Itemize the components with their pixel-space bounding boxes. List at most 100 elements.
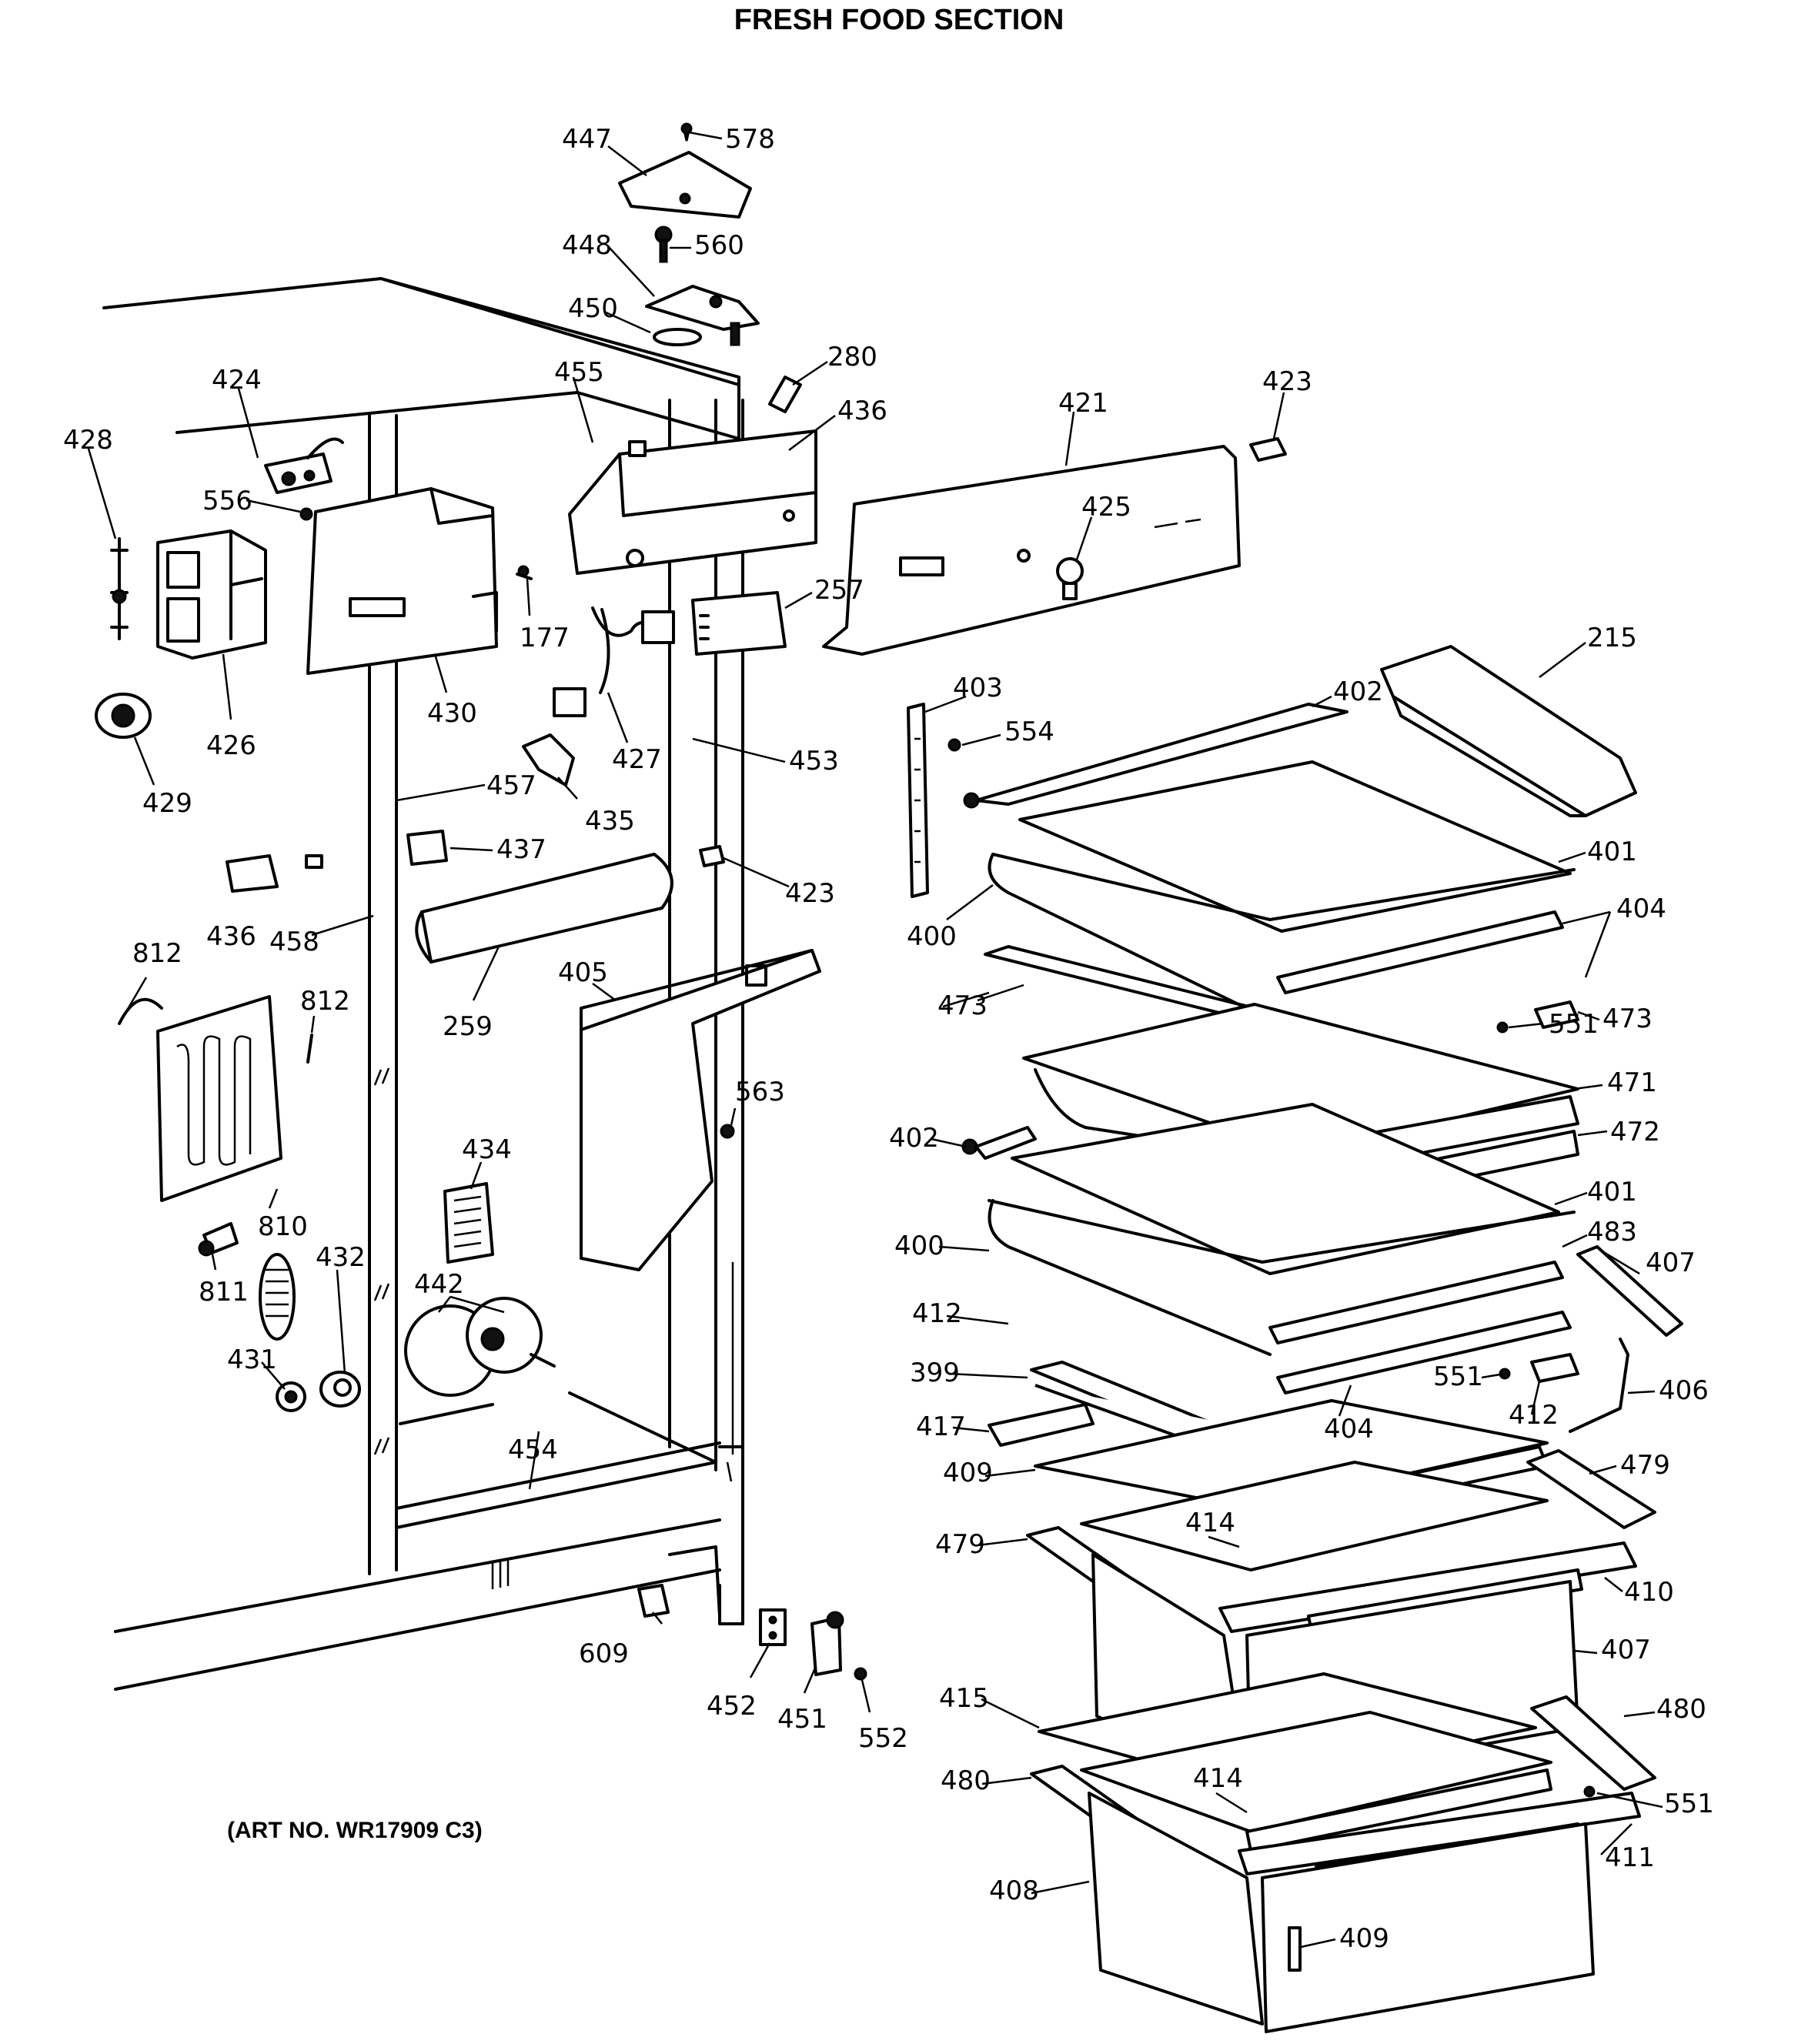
callout-453: 453 <box>789 746 839 777</box>
callout-400-mid: 400 <box>894 1231 944 1261</box>
part-448-bracket <box>645 285 760 346</box>
part-560-screw <box>654 225 673 263</box>
callout-448: 448 <box>562 230 612 261</box>
part-426-light-socket <box>156 529 267 660</box>
part-257-relay <box>691 591 787 656</box>
part-810-evaporator <box>118 995 282 1202</box>
callout-280: 280 <box>827 342 877 372</box>
part-451-hinge <box>810 1611 844 1676</box>
callout-215: 215 <box>1587 623 1637 653</box>
callout-451: 451 <box>777 1704 827 1735</box>
part-473-track-right <box>1534 1000 1579 1029</box>
part-215-dairy-bin <box>1380 645 1637 817</box>
part-431-bushing <box>276 1381 306 1412</box>
callout-412-left: 412 <box>912 1298 962 1329</box>
callout-432: 432 <box>316 1242 366 1273</box>
callout-412-right: 412 <box>1509 1400 1559 1431</box>
part-430-control-housing <box>306 487 498 675</box>
callout-402-top: 402 <box>1333 676 1383 707</box>
callout-177: 177 <box>520 623 570 653</box>
callout-560: 560 <box>694 230 744 261</box>
part-435-switch <box>522 733 575 787</box>
callout-578: 578 <box>725 124 775 155</box>
callout-457: 457 <box>486 770 536 801</box>
part-259-light-shield <box>415 853 673 964</box>
callout-437: 437 <box>496 834 546 865</box>
callout-414-top: 414 <box>1185 1508 1235 1538</box>
callout-417: 417 <box>916 1411 966 1442</box>
leader-lines <box>87 131 1663 1949</box>
part-408-drawer <box>1088 1792 1595 2033</box>
part-554-screw <box>947 738 961 752</box>
callout-551-mid: 551 <box>1433 1361 1483 1392</box>
callout-471: 471 <box>1607 1067 1657 1098</box>
callout-472: 472 <box>1610 1117 1660 1147</box>
callout-400-top: 400 <box>907 921 957 952</box>
callout-426: 426 <box>206 730 256 761</box>
callout-430: 430 <box>427 698 477 729</box>
part-447-cover <box>618 151 752 219</box>
shelf-2 <box>988 1103 1576 1394</box>
part-429-knob <box>95 693 152 739</box>
callout-431: 431 <box>227 1344 277 1375</box>
callout-257: 257 <box>814 575 864 606</box>
part-414-lower-divider <box>1080 1711 1552 1852</box>
callout-409-top: 409 <box>943 1458 993 1488</box>
part-423-cap-lower <box>699 845 725 867</box>
callout-551-bottom: 551 <box>1664 1788 1714 1819</box>
part-437-connector <box>406 830 448 866</box>
callout-811: 811 <box>199 1277 249 1308</box>
callout-473-right: 473 <box>1602 1004 1653 1034</box>
callout-434: 434 <box>462 1134 512 1165</box>
part-177-screw <box>516 565 533 580</box>
part-421-light-shield <box>822 445 1241 656</box>
callout-554: 554 <box>1004 716 1054 747</box>
callout-458: 458 <box>269 927 319 957</box>
callout-483: 483 <box>1587 1217 1637 1247</box>
callout-812-right: 812 <box>300 986 350 1017</box>
part-480-slide-right <box>1530 1695 1656 1791</box>
part-oval-duct <box>259 1253 296 1341</box>
callout-442: 442 <box>414 1269 464 1300</box>
part-417-slide <box>988 1403 1095 1447</box>
callout-421: 421 <box>1058 388 1108 419</box>
callout-429: 429 <box>142 788 192 819</box>
callout-473-left: 473 <box>937 990 988 1021</box>
callout-259: 259 <box>443 1011 493 1042</box>
callout-427: 427 <box>612 744 662 775</box>
part-556-screw <box>299 507 313 521</box>
callout-447: 447 <box>562 124 612 155</box>
callout-401-mid: 401 <box>1587 1177 1637 1207</box>
part-479-slide-right <box>1526 1449 1656 1529</box>
part-811-drain <box>198 1222 239 1257</box>
part-450-gasket <box>653 328 702 346</box>
callout-401-top: 401 <box>1587 837 1637 867</box>
callout-428: 428 <box>63 425 113 456</box>
callout-labels: 578 447 560 448 450 280 455 436 424 428 … <box>63 124 1714 1954</box>
part-427-wiring-harness <box>553 606 675 717</box>
callout-424: 424 <box>212 365 262 396</box>
part-812-wire <box>306 1034 313 1064</box>
callout-404-mid: 404 <box>1324 1414 1374 1444</box>
callout-408: 408 <box>989 1875 1039 1906</box>
part-428-bracket <box>110 537 129 640</box>
part-423-cap <box>1249 437 1287 462</box>
part-405-duct-panel <box>580 949 821 1271</box>
callout-414-bottom: 414 <box>1193 1763 1243 1794</box>
part-432-grommet <box>319 1371 361 1408</box>
callout-407-drawer: 407 <box>1601 1635 1651 1665</box>
callout-399: 399 <box>910 1358 960 1388</box>
part-436-socket <box>226 854 323 893</box>
callout-480-left: 480 <box>941 1765 991 1796</box>
callout-454: 454 <box>508 1434 558 1465</box>
part-552-screw <box>854 1667 867 1681</box>
callout-423-top: 423 <box>1262 366 1312 397</box>
callout-410: 410 <box>1624 1577 1674 1608</box>
part-551-screws <box>1496 1021 1596 1798</box>
part-403-shelf-support <box>907 703 929 898</box>
part-609-roller <box>637 1584 670 1618</box>
part-280-lamp <box>768 376 802 413</box>
callout-479-left: 479 <box>935 1529 985 1560</box>
callout-609: 609 <box>579 1638 629 1669</box>
